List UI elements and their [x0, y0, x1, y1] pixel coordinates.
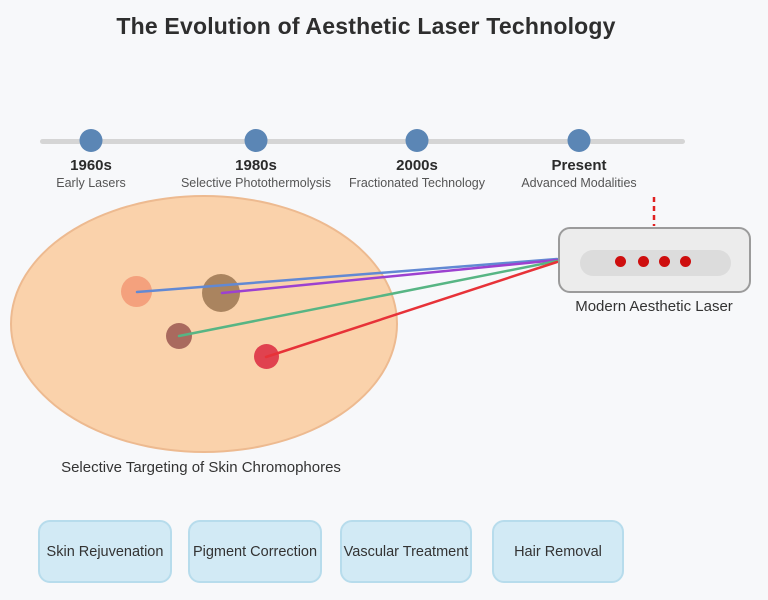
skin-ellipse — [10, 195, 398, 453]
timeline-dot-icon — [405, 129, 429, 152]
timeline-sublabel: Early Lasers — [56, 176, 126, 190]
timeline-dot-icon — [244, 129, 268, 152]
laser-indicator-dot-icon — [680, 256, 691, 267]
chromophore-dot — [166, 323, 192, 349]
timeline-sublabel: Fractionated Technology — [349, 176, 485, 190]
timeline-bar — [40, 139, 685, 144]
page-title: The Evolution of Aesthetic Laser Technol… — [116, 13, 616, 39]
laser-aperture — [580, 250, 731, 276]
timeline-sublabel: Selective Photothermolysis — [180, 176, 332, 190]
skin-caption: Selective Targeting of Skin Chromophores — [61, 459, 341, 476]
laser-device-label: Modern Aesthetic Laser — [575, 298, 733, 315]
timeline-dot-icon — [567, 129, 591, 152]
timeline-year-label: Present — [551, 157, 607, 174]
treatment-button-skin-rejuvenation[interactable]: Skin Rejuvenation — [38, 520, 172, 583]
timeline-year-label: 1980s — [235, 157, 277, 174]
chromophore-dot — [121, 276, 152, 307]
treatment-button-hair-removal[interactable]: Hair Removal — [492, 520, 624, 583]
chromophore-dot — [202, 274, 240, 312]
timeline-year-label: 1960s — [70, 157, 112, 174]
laser-indicator-dot-icon — [615, 256, 626, 267]
chromophore-dot — [254, 344, 279, 369]
timeline-dot-icon — [79, 129, 103, 152]
laser-device — [558, 227, 751, 293]
laser-indicator-dot-icon — [638, 256, 649, 267]
timeline-year-label: 2000s — [396, 157, 438, 174]
treatment-button-pigment-correction[interactable]: Pigment Correction — [188, 520, 322, 583]
timeline-sublabel: Advanced Modalities — [521, 176, 637, 190]
treatment-button-vascular-treatment[interactable]: Vascular Treatment — [340, 520, 472, 583]
laser-indicator-dot-icon — [659, 256, 670, 267]
